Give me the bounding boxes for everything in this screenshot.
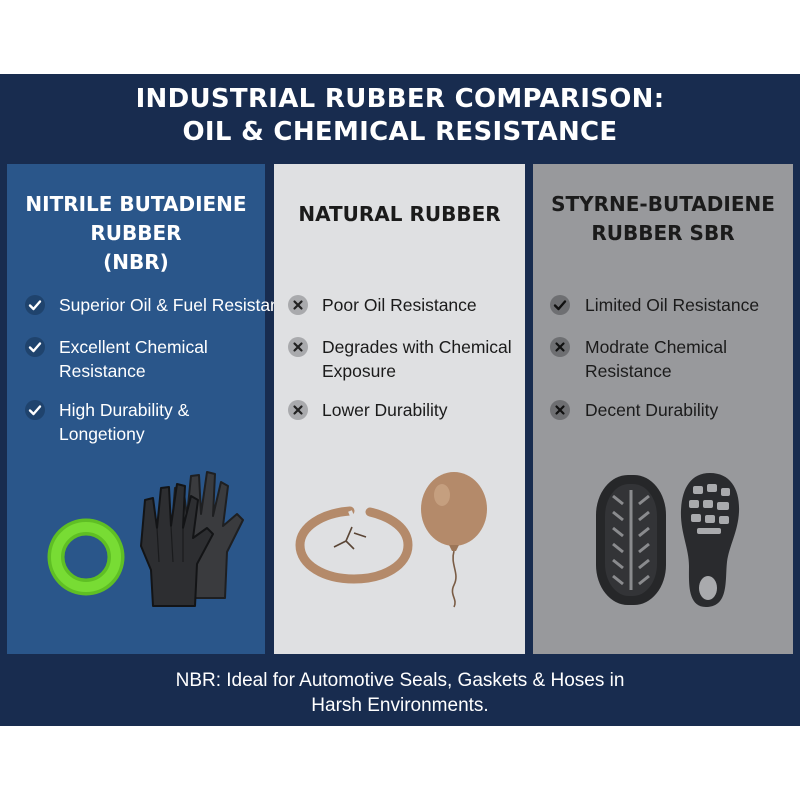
column-natural-rubber: NATURAL RUBBER Poor Oil Resistance Degra… bbox=[274, 164, 525, 654]
x-icon bbox=[550, 337, 570, 357]
column-title-line: RUBBER bbox=[90, 221, 182, 245]
x-icon bbox=[550, 400, 570, 420]
title-banner: INDUSTRIAL RUBBER COMPARISON: OIL & CHEM… bbox=[0, 74, 800, 158]
feature-text: High Durability & Longetiony bbox=[59, 400, 190, 444]
feature-text: Decent Durability bbox=[585, 400, 719, 420]
check-icon bbox=[25, 400, 45, 420]
column-title-nbr: NITRILE BUTADIENE RUBBER (NBR) bbox=[7, 190, 265, 277]
footer-line-2: Harsh Environments. bbox=[311, 695, 489, 716]
column-title-line: (NBR) bbox=[103, 250, 169, 274]
feature-text: Poor Oil Resistance bbox=[322, 295, 477, 315]
o-ring-icon bbox=[47, 518, 125, 596]
feature-text: Superior Oil & Fuel Resistance bbox=[59, 295, 299, 315]
feature-text: Excellent Chemical Resistance bbox=[59, 337, 208, 381]
column-title-line: NATURAL RUBBER bbox=[298, 202, 501, 226]
tire-icon bbox=[596, 475, 666, 605]
x-icon bbox=[288, 400, 308, 420]
gloves-icon bbox=[140, 471, 244, 607]
column-nbr: NITRILE BUTADIENE RUBBER (NBR) Superior … bbox=[7, 164, 298, 654]
feature-text: Lower Durability bbox=[322, 400, 448, 420]
title-line-2: OIL & CHEMICAL RESISTANCE bbox=[182, 117, 618, 147]
check-icon bbox=[550, 295, 570, 315]
column-title-sbr: STYRNE-BUTADIENE RUBBER SBR bbox=[533, 190, 793, 248]
footer-banner: NBR: Ideal for Automotive Seals, Gaskets… bbox=[0, 660, 800, 726]
x-icon bbox=[288, 337, 308, 357]
shoe-sole-icon bbox=[680, 473, 740, 608]
footer-line-1: NBR: Ideal for Automotive Seals, Gaskets… bbox=[175, 670, 625, 691]
column-title-line: STYRNE-BUTADIENE bbox=[551, 192, 775, 216]
feature-text: Modrate Chemical Resistance bbox=[585, 337, 727, 381]
column-title-natural-rubber: NATURAL RUBBER bbox=[274, 200, 525, 229]
balloon-icon bbox=[421, 472, 487, 608]
check-icon bbox=[25, 295, 45, 315]
column-title-line: NITRILE BUTADIENE bbox=[25, 192, 247, 216]
x-icon bbox=[288, 295, 308, 315]
cracked-band-icon bbox=[295, 506, 413, 584]
check-icon bbox=[25, 337, 45, 357]
title-line-1: INDUSTRIAL RUBBER COMPARISON: bbox=[135, 84, 665, 114]
column-sbr: STYRNE-BUTADIENE RUBBER SBR Limited Oil … bbox=[533, 164, 793, 654]
feature-text: Degrades with Chemical Exposure bbox=[322, 337, 512, 381]
feature-text: Limited Oil Resistance bbox=[585, 295, 760, 315]
column-title-line: RUBBER SBR bbox=[591, 221, 735, 245]
